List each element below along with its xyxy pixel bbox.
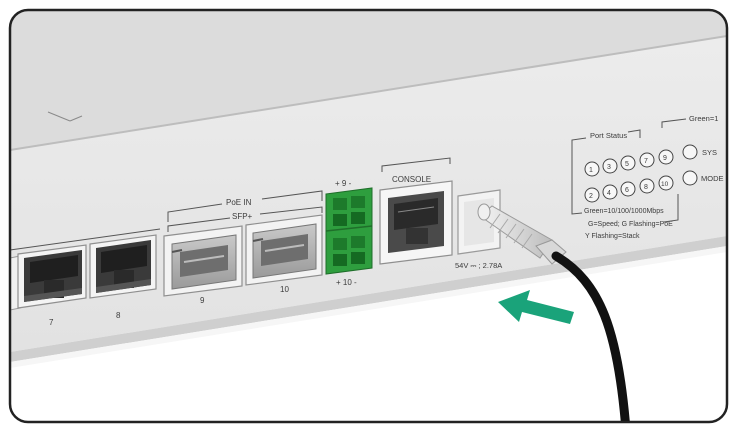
port-8-label: 8 [116,311,121,320]
port-7-label: 7 [49,318,54,327]
speed-line-label: Green=10/100/1000Mbps [584,208,664,215]
led-3: 3 [607,164,611,171]
power-rating-label: 54V ⎓ ; 2.78A [455,261,502,270]
led-6: 6 [625,187,629,194]
mode-label: MODE [701,174,724,183]
flash-line-1-label: G=Speed; G Flashing=PoE [588,221,673,228]
power-cable [551,251,631,422]
insert-direction-arrow-icon [498,290,574,324]
console-port[interactable] [379,180,453,265]
console-label: CONSOLE [392,175,431,184]
led-4: 4 [607,190,611,197]
led-8: 8 [644,184,648,191]
power-input-port[interactable] [457,189,501,255]
led-10: 10 [661,181,669,188]
device-top-surface [10,10,727,150]
led-2: 2 [589,193,593,200]
terminal-9-label: + 9 - [335,179,352,188]
port-9-label: 9 [200,296,205,305]
led-9: 9 [663,155,667,162]
terminal-10-label: + 10 - [336,278,357,287]
led-5: 5 [625,161,629,168]
port-status-label: Port Status [590,131,627,140]
rj45-port-8[interactable] [89,234,157,299]
led-1: 1 [589,167,593,174]
led-row-bottom: 2 4 6 8 10 [584,175,674,203]
led-row-top: 1 3 5 7 9 [584,149,674,177]
poe-terminal-block[interactable] [325,187,373,275]
flash-line-2-label: Y Flashing=Stack [585,233,640,240]
led-7: 7 [644,158,648,165]
power-connector-plug [477,203,567,265]
led-status-legend: Port Status Green=1 1 3 5 7 9 2 [571,114,724,240]
port-10-label: 10 [280,285,289,294]
sfp-plus-label: SFP+ [232,212,253,221]
poe-in-label: PoE IN [226,198,252,207]
mode-led [682,170,698,186]
sys-led [682,144,698,160]
rj45-port-7[interactable] [17,244,87,309]
image-frame [8,8,729,424]
sfp-port-9[interactable] [163,225,243,297]
sys-label: SYS [702,148,717,157]
green-top-label: Green=1 [689,114,718,123]
sfp-port-10[interactable] [245,214,323,286]
